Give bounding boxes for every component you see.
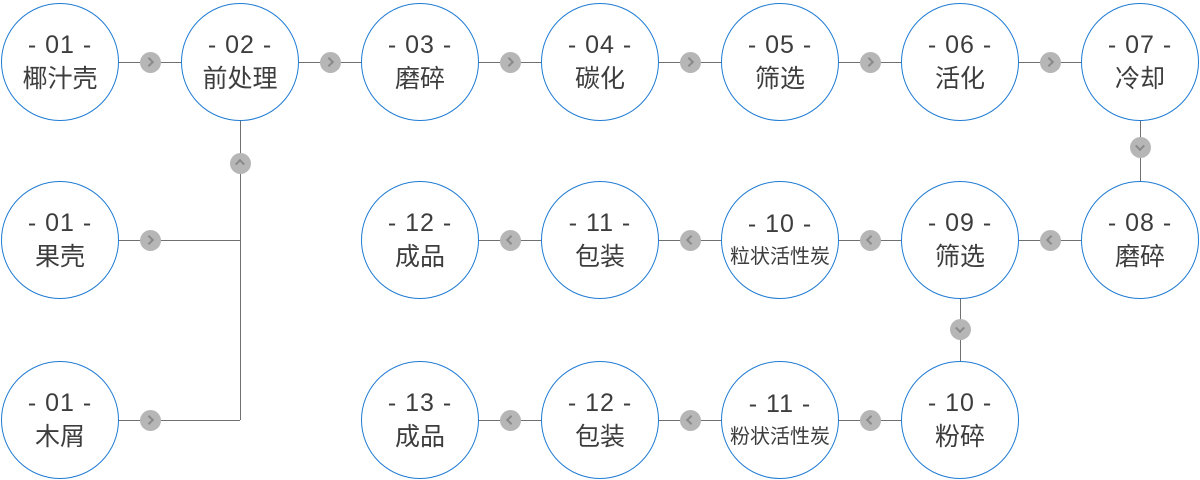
chevron-left-glyph [865, 235, 876, 245]
flow-arrow-up-icon [229, 152, 251, 174]
flow-arrow-left-icon [859, 229, 881, 251]
node-label: 磨碎 [394, 64, 445, 93]
node-step-number: - 01 - [27, 208, 93, 237]
node-step-number: - 13 - [387, 388, 453, 417]
chevron-right-glyph [144, 235, 155, 245]
flow-arrow-right-icon [139, 409, 161, 431]
node-step-number: - 01 - [27, 30, 93, 59]
chevron-right-glyph [504, 57, 515, 67]
node-label: 活化 [934, 64, 985, 93]
node-label: 筛选 [754, 64, 805, 93]
connector-line [240, 121, 241, 420]
process-node-cooling: - 07 - 冷却 [1081, 3, 1199, 121]
process-node-powdered-activated-carbon: - 11 - 粉状活性炭 [721, 361, 839, 479]
chevron-left-glyph [865, 415, 876, 425]
node-label: 包装 [574, 422, 625, 451]
process-node-coconut-shell: - 01 - 椰汁壳 [1, 3, 119, 121]
node-label: 筛选 [934, 242, 985, 271]
process-node-grinding-1: - 03 - 磨碎 [361, 3, 479, 121]
process-node-wood-chips: - 01 - 木屑 [1, 361, 119, 479]
node-step-number: - 07 - [1107, 30, 1173, 59]
node-label: 碳化 [574, 64, 625, 93]
chevron-down-glyph [1135, 141, 1145, 152]
flow-arrow-right-icon [499, 51, 521, 73]
chevron-right-glyph [144, 415, 155, 425]
chevron-down-glyph [955, 323, 965, 334]
node-label: 椰汁壳 [22, 64, 98, 93]
chevron-left-glyph [685, 415, 696, 425]
process-node-granular-activated-carbon: - 10 - 粒状活性炭 [721, 181, 839, 299]
node-label: 粉状活性炭 [730, 425, 830, 448]
chevron-right-glyph [684, 57, 695, 67]
chevron-right-glyph [144, 57, 155, 67]
node-step-number: - 01 - [27, 388, 93, 417]
node-label: 粒状活性炭 [730, 245, 830, 268]
node-label: 粉碎 [934, 422, 985, 451]
process-node-packaging-1: - 11 - 包装 [541, 181, 659, 299]
flow-arrow-right-icon [139, 229, 161, 251]
chevron-right-glyph [324, 57, 335, 67]
node-step-number: - 12 - [387, 208, 453, 237]
flow-arrow-right-icon [139, 51, 161, 73]
flow-arrow-right-icon [679, 51, 701, 73]
chevron-right-glyph [864, 57, 875, 67]
node-label: 冷却 [1114, 64, 1165, 93]
node-step-number: - 10 - [927, 388, 993, 417]
flow-arrow-down-icon [949, 318, 971, 340]
process-node-packaging-2: - 12 - 包装 [541, 361, 659, 479]
flow-arrow-right-icon [319, 51, 341, 73]
flow-arrow-right-icon [1039, 51, 1061, 73]
node-label: 磨碎 [1114, 242, 1165, 271]
node-step-number: - 02 - [207, 30, 273, 59]
flow-arrow-left-icon [499, 409, 521, 431]
flow-arrow-left-icon [679, 409, 701, 431]
flow-arrow-left-icon [679, 229, 701, 251]
node-step-number: - 12 - [567, 388, 633, 417]
node-step-number: - 05 - [747, 30, 813, 59]
node-step-number: - 03 - [387, 30, 453, 59]
node-step-number: - 11 - [748, 389, 812, 418]
node-step-number: - 08 - [1107, 208, 1173, 237]
process-node-carbonization: - 04 - 碳化 [541, 3, 659, 121]
process-node-finished-product-2: - 13 - 成品 [361, 361, 479, 479]
chevron-left-glyph [505, 235, 516, 245]
chevron-left-glyph [1045, 235, 1056, 245]
flow-arrow-down-icon [1129, 136, 1151, 158]
node-label: 前处理 [202, 64, 278, 93]
node-label: 包装 [574, 242, 625, 271]
process-node-finished-product-1: - 12 - 成品 [361, 181, 479, 299]
chevron-left-glyph [685, 235, 696, 245]
node-step-number: - 09 - [927, 208, 993, 237]
node-label: 果壳 [34, 242, 85, 271]
node-label: 成品 [394, 422, 445, 451]
chevron-left-glyph [505, 415, 516, 425]
node-step-number: - 04 - [567, 30, 633, 59]
chevron-right-glyph [1044, 57, 1055, 67]
flow-arrow-left-icon [499, 229, 521, 251]
flow-arrow-left-icon [859, 409, 881, 431]
node-label: 木屑 [34, 422, 85, 451]
flow-arrow-right-icon [859, 51, 881, 73]
process-node-pretreatment: - 02 - 前处理 [181, 3, 299, 121]
process-node-activation: - 06 - 活化 [901, 3, 1019, 121]
chevron-up-glyph [235, 158, 245, 169]
process-node-screening-2: - 09 - 筛选 [901, 181, 1019, 299]
node-label: 成品 [394, 242, 445, 271]
process-node-crushing: - 10 - 粉碎 [901, 361, 1019, 479]
process-node-fruit-shell: - 01 - 果壳 [1, 181, 119, 299]
connector-line [119, 420, 240, 421]
flow-arrow-left-icon [1039, 229, 1061, 251]
node-step-number: - 11 - [568, 208, 632, 237]
process-node-grinding-2: - 08 - 磨碎 [1081, 181, 1199, 299]
node-step-number: - 06 - [927, 30, 993, 59]
node-step-number: - 10 - [747, 209, 813, 238]
process-node-screening-1: - 05 - 筛选 [721, 3, 839, 121]
connector-line [119, 240, 240, 241]
